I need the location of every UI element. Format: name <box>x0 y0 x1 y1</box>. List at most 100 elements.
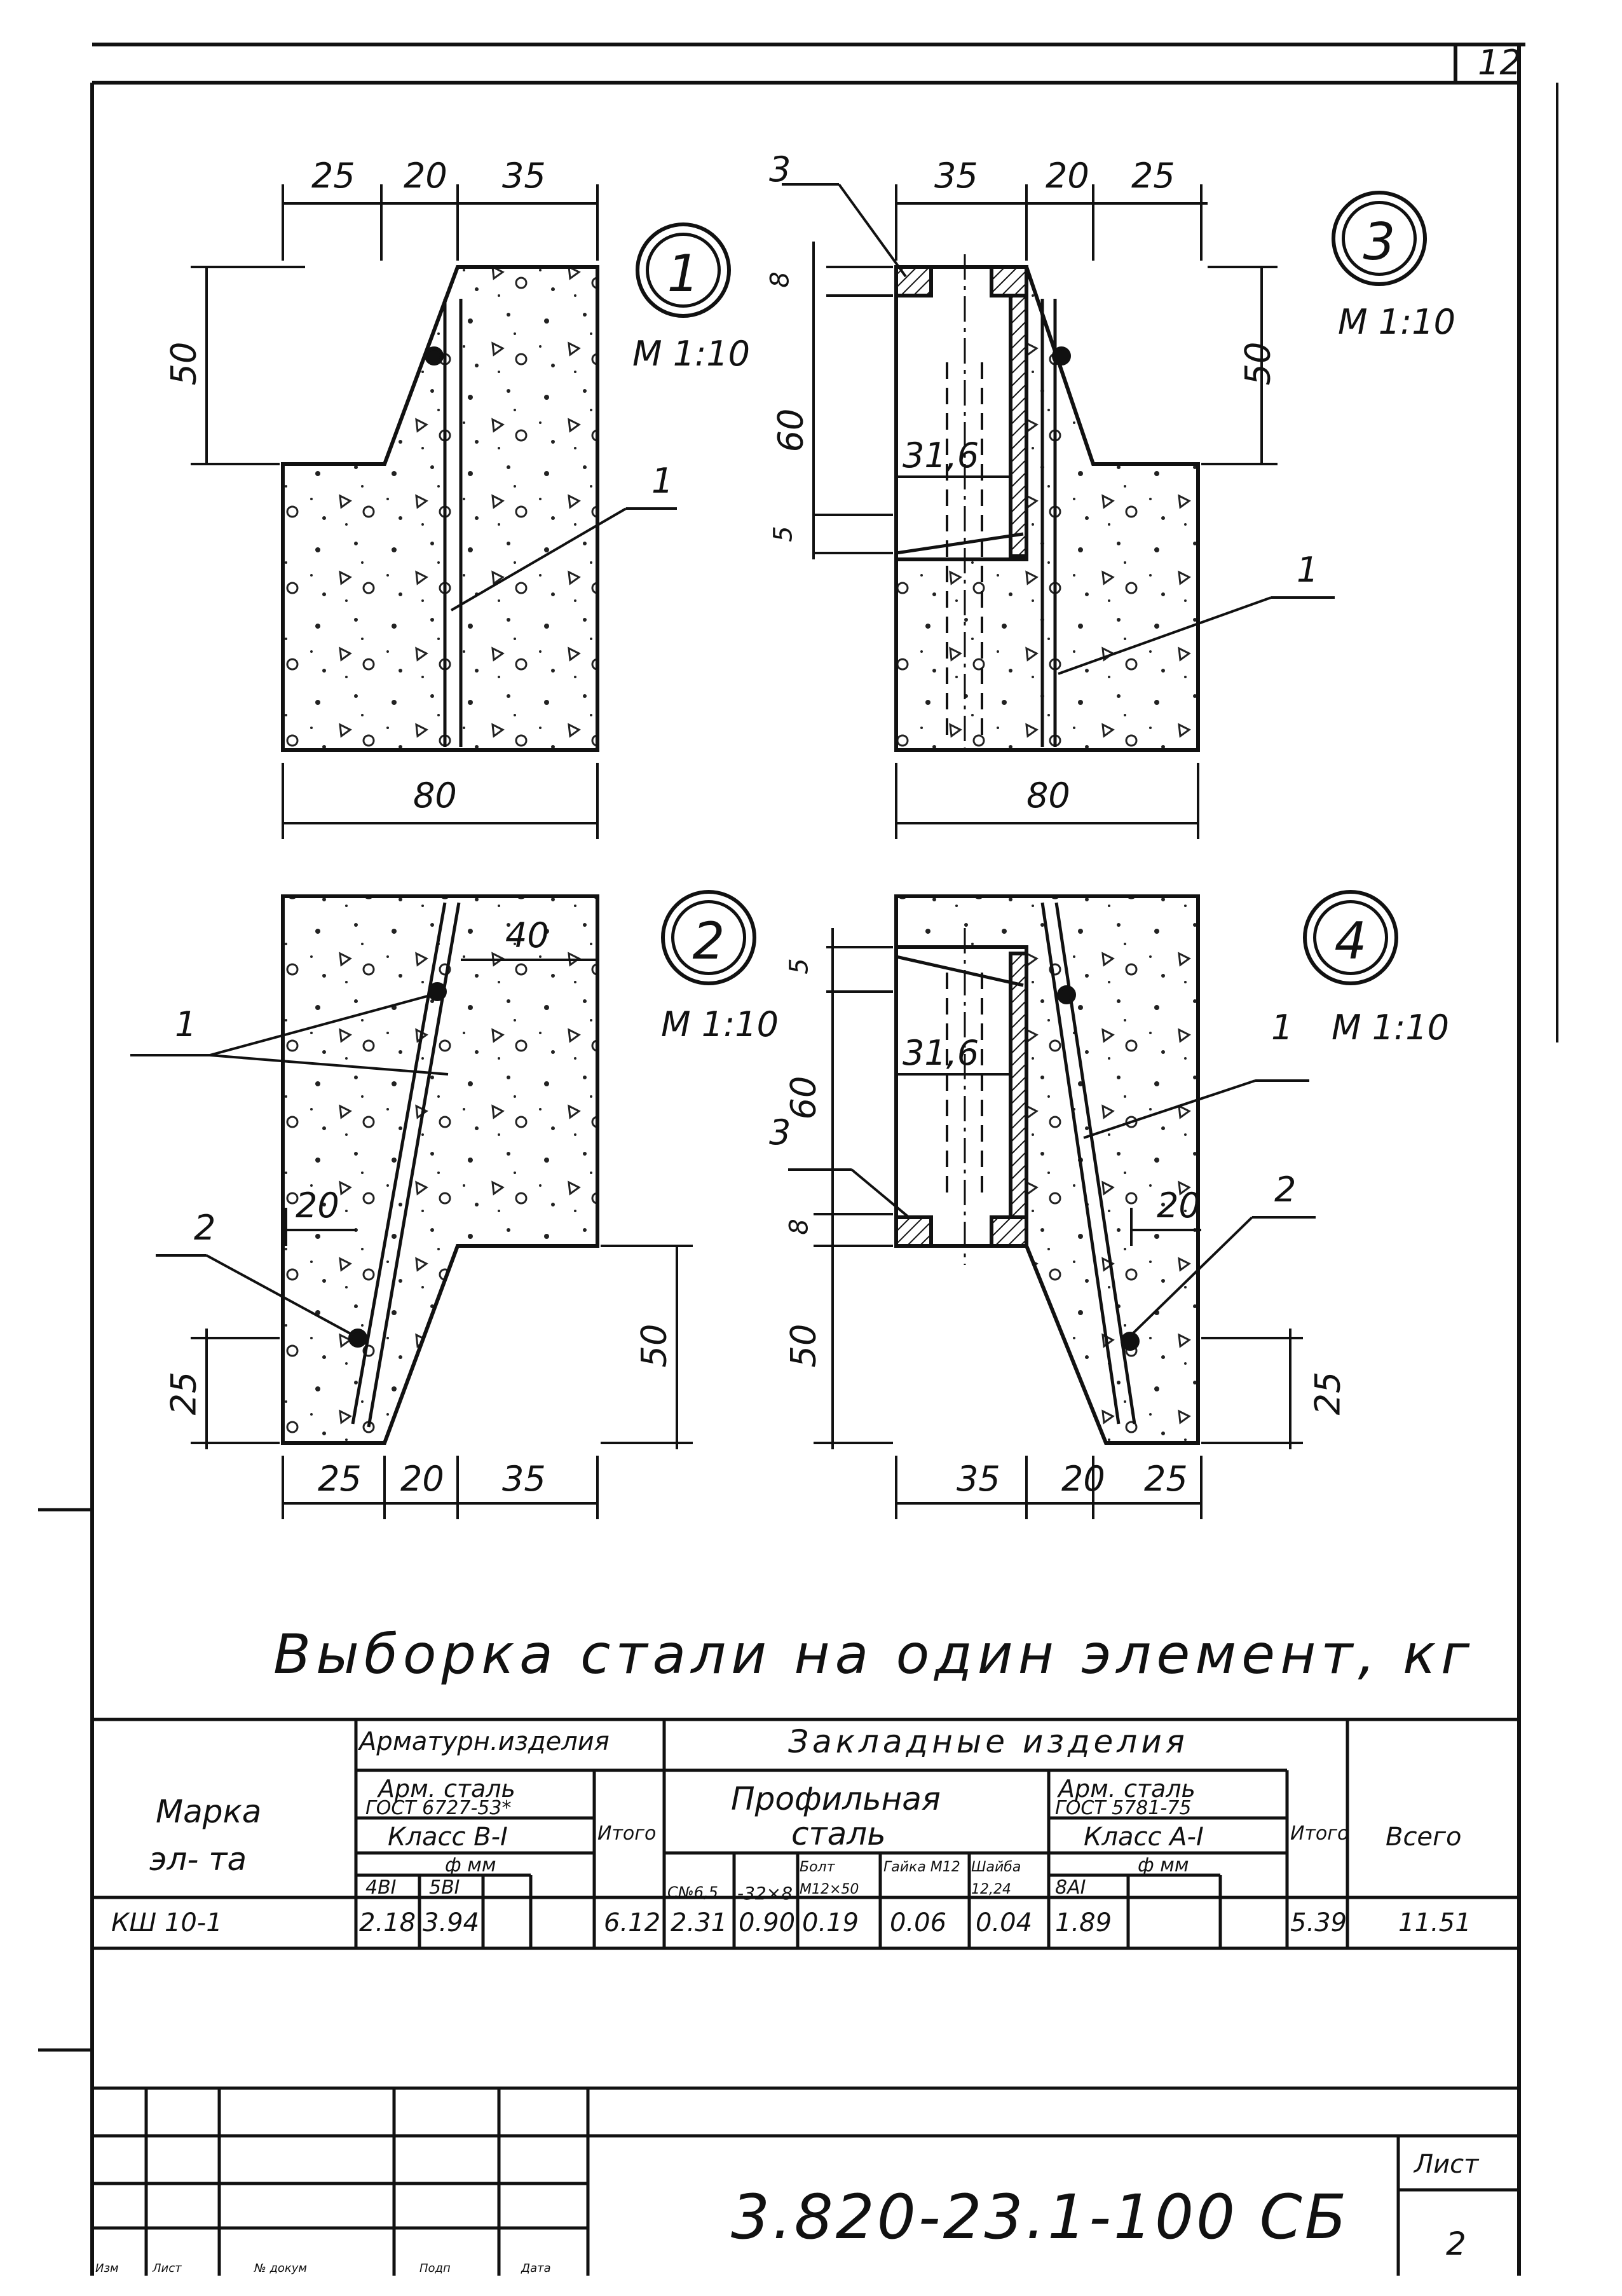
detail-4-drawing <box>894 894 1200 1445</box>
sheet-label: Лист <box>1414 2150 1479 2179</box>
stamp-col-date: Дата <box>521 2262 551 2275</box>
detail-1-dims <box>191 184 677 839</box>
detail-1-dim-a: 25 <box>311 156 355 196</box>
col-mark-line2: эл- та <box>149 1841 247 1878</box>
row-v7: 0.06 <box>890 1908 947 1937</box>
stamp-col-izm: Изм <box>95 2262 119 2275</box>
table-grid <box>38 1508 1519 2276</box>
detail-4-callout-3: 3 <box>769 1112 791 1152</box>
row-v1: 3.94 <box>423 1908 480 1937</box>
detail-3-scale: М 1:10 <box>1338 302 1456 342</box>
emb-col-1: С№6,5 <box>667 1883 718 1901</box>
detail-4-dim-60: 60 <box>783 1076 824 1120</box>
profile-steel-l2: сталь <box>791 1815 886 1852</box>
rebar-group-header: Арматурн.изделия <box>359 1727 610 1756</box>
detail-3-callout-3: 3 <box>769 149 791 189</box>
detail-2-dim-b20: 20 <box>400 1459 444 1499</box>
detail-4-dims <box>788 928 1316 1519</box>
embedded-class: Класс А-I <box>1084 1822 1204 1852</box>
detail-4-dim-b20: 20 <box>1061 1459 1105 1499</box>
row-v12: 5.39 <box>1290 1908 1347 1937</box>
emb-col-3: Болт М12×50 <box>800 1859 859 1898</box>
detail-1-scale: М 1:10 <box>632 334 751 374</box>
detail-3-dim-c: 25 <box>1131 156 1175 196</box>
table-title: Выборка стали на один элемент, кг <box>273 1623 1475 1686</box>
stamp-col-sign: Подп <box>419 2262 451 2275</box>
detail-4-dim-b35: 35 <box>957 1459 1000 1499</box>
detail-4-marker: 4 <box>1303 890 1398 985</box>
grand-total-label: Всего <box>1386 1822 1462 1852</box>
rebar-diam-5: 5ВI <box>429 1876 460 1899</box>
detail-3-dim-inner: 31,6 <box>903 435 979 475</box>
embedded-steel-l1: Арм. сталь <box>1058 1775 1196 1803</box>
detail-4-dim-20: 20 <box>1157 1186 1201 1226</box>
detail-2-marker: 2 <box>661 890 756 985</box>
detail-3-drawing <box>894 254 1200 756</box>
detail-4-scale: М 1:10 <box>1332 1008 1450 1048</box>
detail-4-dim-25-side: 25 <box>1307 1371 1348 1416</box>
rebar-class: Класс В-I <box>388 1822 508 1852</box>
detail-4-dim-50: 50 <box>783 1323 824 1368</box>
row-v5: 0.90 <box>739 1908 796 1937</box>
detail-4-dim-inner: 31,6 <box>903 1033 979 1073</box>
embedded-diam-label: ф мм <box>1138 1854 1189 1876</box>
row-v13: 11.51 <box>1398 1908 1471 1937</box>
detail-2-dim-20: 20 <box>296 1186 339 1226</box>
detail-4-dim-b25: 25 <box>1144 1459 1188 1499</box>
detail-2-scale: М 1:10 <box>661 1004 779 1044</box>
detail-3-marker: 3 <box>1332 191 1427 286</box>
row-mark: КШ 10-1 <box>111 1908 222 1937</box>
detail-2-callout-1: 1 <box>175 1004 197 1044</box>
emb-col-4: Гайка М12 <box>883 1859 960 1875</box>
detail-3-dim-5: 5 <box>768 526 798 542</box>
sheet-frame <box>90 43 1558 2276</box>
detail-2-callout-2: 2 <box>194 1208 216 1248</box>
detail-4-dim-8: 8 <box>784 1219 814 1235</box>
detail-1-dim-b: 20 <box>404 156 447 196</box>
detail-1-drawing <box>281 265 599 752</box>
detail-2-dim-40: 40 <box>505 915 549 955</box>
rebar-steel-l1: Арм. сталь <box>378 1775 515 1803</box>
detail-2-dim-b25: 25 <box>318 1459 362 1499</box>
detail-1-callout: 1 <box>651 461 674 501</box>
profile-steel-l1: Профильная <box>731 1780 941 1817</box>
rebar-diam-4: 4ВI <box>365 1876 397 1899</box>
detail-4-callout-1: 1 <box>1271 1008 1293 1048</box>
detail-3-dim-60: 60 <box>770 408 811 453</box>
embedded-total-label: Итого <box>1290 1822 1349 1845</box>
embedded-steel-l2: ГОСТ 5781-75 <box>1055 1797 1192 1819</box>
row-v4: 2.31 <box>671 1908 728 1937</box>
sheet-number: 2 <box>1446 2225 1466 2262</box>
col-mark-line1: Марка <box>156 1793 262 1830</box>
detail-3-dim-50: 50 <box>1237 341 1278 386</box>
detail-3-dim-8: 8 <box>765 271 795 288</box>
detail-2-dim-b35: 35 <box>502 1459 546 1499</box>
embedded-group-header: Закладные изделия <box>788 1723 1189 1760</box>
detail-2-dims <box>130 915 693 1519</box>
emb-col-2: -32×8 <box>737 1883 793 1904</box>
detail-1-dim-side: 50 <box>163 341 204 386</box>
row-v6: 0.19 <box>802 1908 859 1937</box>
emb-col-5: Шайба 12,24 <box>971 1859 1021 1898</box>
detail-3-dim-a: 35 <box>934 156 978 196</box>
rebar-diam-label: ф мм <box>445 1854 496 1876</box>
detail-2-dim-25-side: 25 <box>163 1371 204 1416</box>
detail-1-dim-width: 80 <box>413 776 457 816</box>
row-v0: 2.18 <box>359 1908 416 1937</box>
detail-3-dim-width: 80 <box>1026 776 1070 816</box>
detail-1-dim-c: 35 <box>502 156 546 196</box>
detail-3-dim-b: 20 <box>1046 156 1089 196</box>
rebar-steel-l2: ГОСТ 6727-53* <box>365 1797 512 1819</box>
row-v3: 6.12 <box>604 1908 661 1937</box>
row-v9: 1.89 <box>1055 1908 1112 1937</box>
detail-1-marker: 1 <box>636 222 731 318</box>
rebar-total-label: Итого <box>597 1822 657 1845</box>
detail-2-drawing <box>281 894 599 1445</box>
stamp-col-list: Лист <box>153 2262 182 2275</box>
detail-3-callout-1: 1 <box>1297 550 1319 590</box>
detail-3-dims <box>782 183 1335 839</box>
detail-4-callout-2: 2 <box>1274 1170 1297 1210</box>
sheet-corner-number: 12 <box>1478 43 1522 83</box>
stamp-col-doc: № докум <box>254 2262 308 2275</box>
